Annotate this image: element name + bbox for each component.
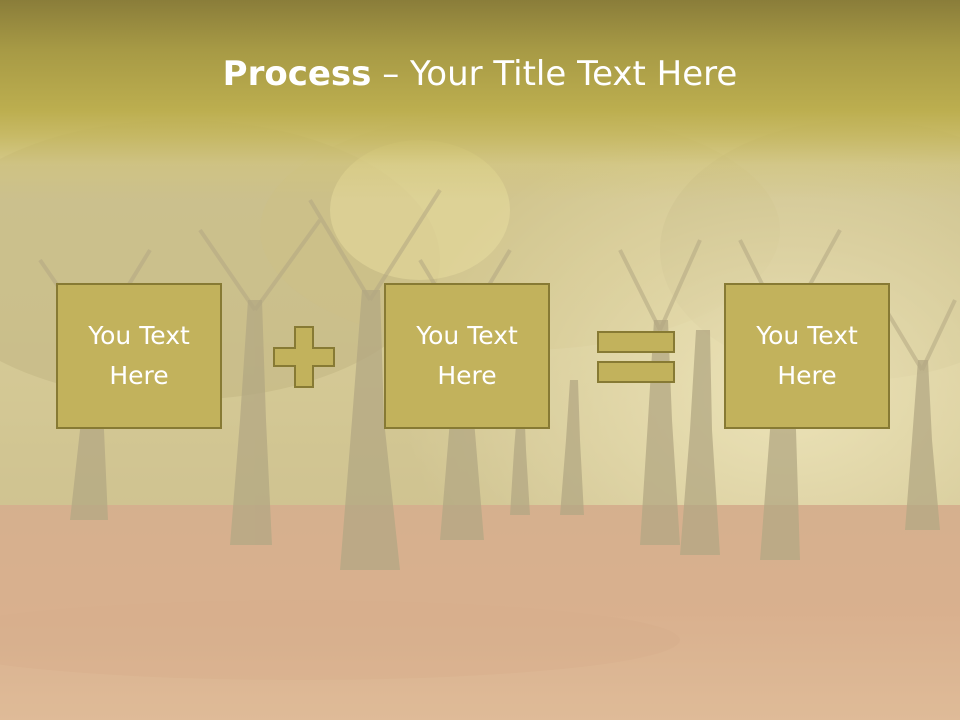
process-box-2[interactable]: You Text Here — [384, 283, 550, 429]
process-box-3[interactable]: You Text Here — [724, 283, 890, 429]
title-separator: – — [371, 54, 411, 94]
title-bold: Process — [222, 54, 372, 94]
slide-title: Process – Your Title Text Here — [0, 52, 960, 96]
process-box-1[interactable]: You Text Here — [56, 283, 222, 429]
plus-icon — [273, 326, 335, 388]
process-box-1-text: You Text Here — [88, 321, 190, 390]
title-rest: Your Title Text Here — [410, 54, 738, 94]
process-box-2-text: You Text Here — [416, 321, 518, 390]
title-band — [0, 0, 960, 200]
equals-icon — [597, 330, 677, 386]
process-box-3-text: You Text Here — [756, 321, 858, 390]
